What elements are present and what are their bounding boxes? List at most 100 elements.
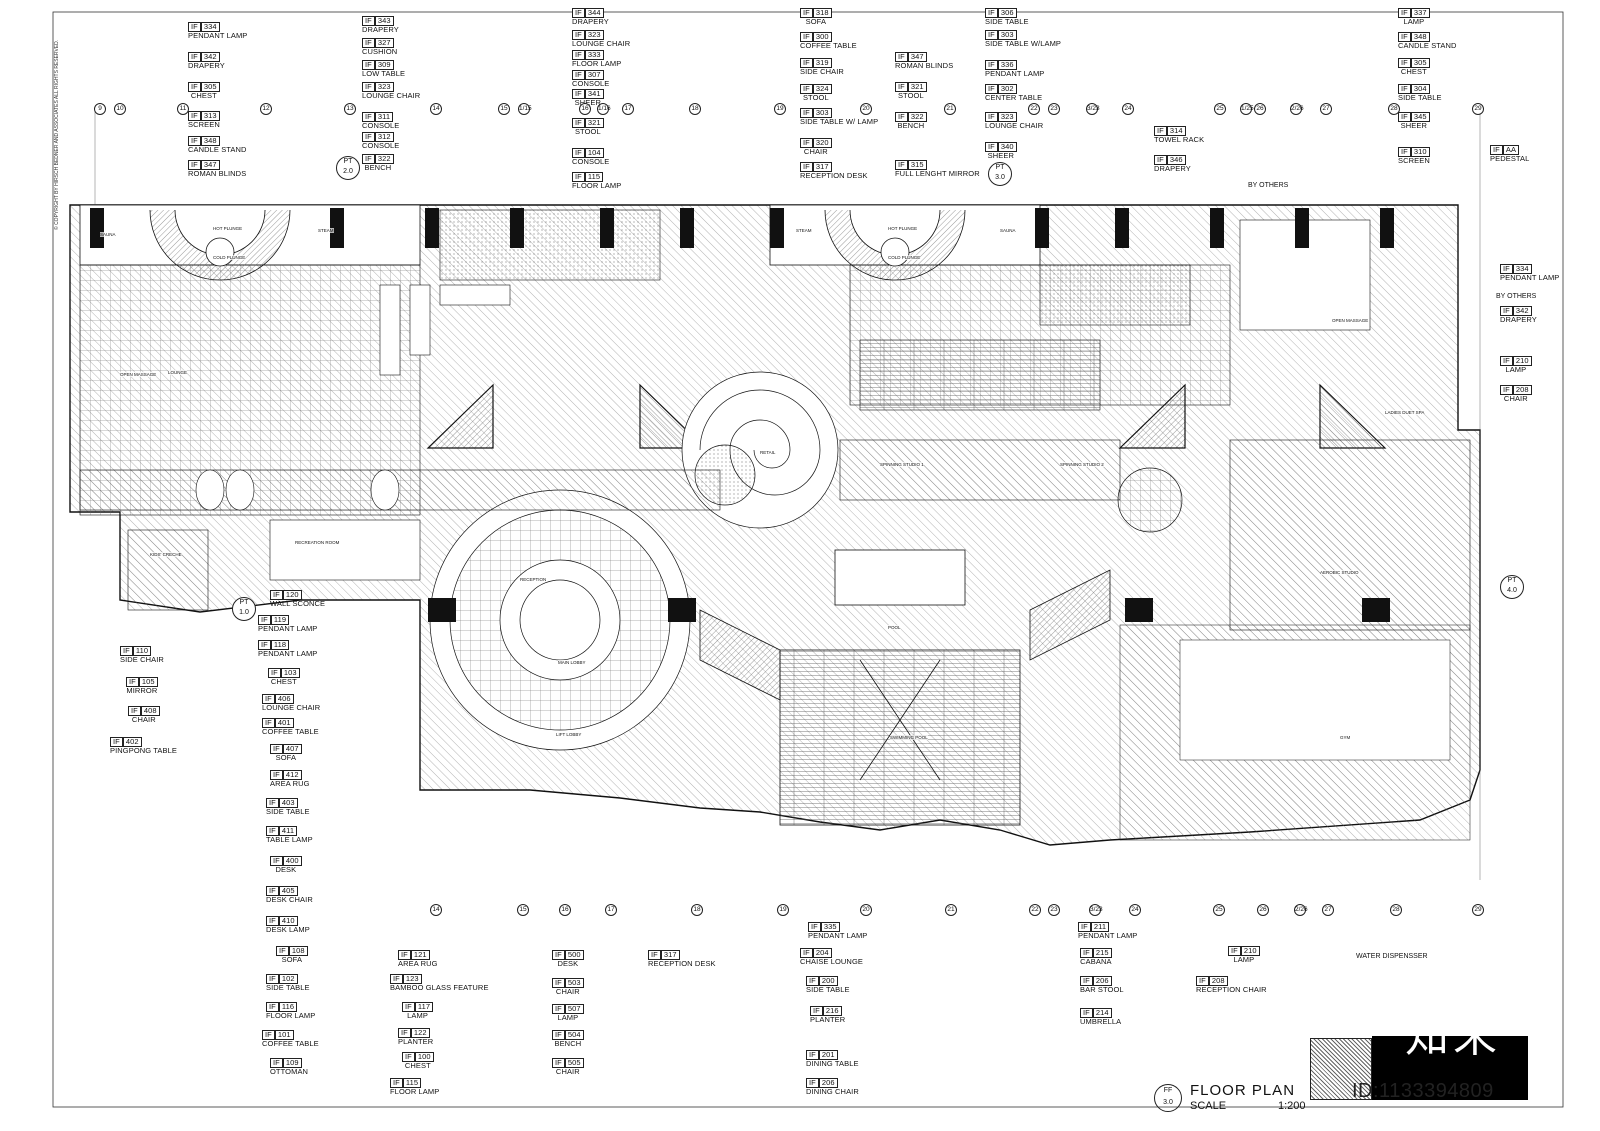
tag-code: 405 xyxy=(278,886,298,896)
tag-label: FLOOR LAMP xyxy=(572,181,622,190)
room-label: SAUNA xyxy=(1000,228,1016,233)
plunge-left xyxy=(149,209,291,281)
tag-code: 348 xyxy=(200,136,220,146)
grid-marker-bottom: 22 xyxy=(1029,904,1041,916)
tag-prefix: IF xyxy=(362,112,375,122)
tag-prefix: IF xyxy=(572,50,585,60)
tag-label: CHAIR xyxy=(1503,394,1528,403)
room-label: RECREATION ROOM xyxy=(295,540,340,545)
room-label: SAUNA xyxy=(100,232,116,237)
tag-prefix: IF xyxy=(1490,145,1503,155)
room-label: SPINNING STUDIO 1 xyxy=(880,462,924,467)
grid-marker-top: 13 xyxy=(344,103,356,115)
tag-prefix: IF xyxy=(895,160,908,170)
tag-code: 322 xyxy=(907,112,927,122)
tag-label: CHAIR xyxy=(803,147,828,156)
tag-prefix: IF xyxy=(985,60,998,70)
tag-label: DESK xyxy=(557,959,579,968)
tag-code: 122 xyxy=(410,1028,430,1038)
tag-prefix: IF xyxy=(266,1002,279,1012)
tag-code: 105 xyxy=(138,677,158,687)
grid-marker-bottom: 25 xyxy=(1213,904,1225,916)
tag-code: 118 xyxy=(270,640,290,650)
tag-prefix: IF xyxy=(126,677,139,687)
tag-code: 319 xyxy=(812,58,832,68)
tag-prefix: IF xyxy=(128,706,141,716)
tag-prefix: IF xyxy=(800,138,813,148)
tag-code: 211 xyxy=(1090,922,1110,932)
tag-code: 323 xyxy=(374,82,394,92)
tag-label: DESK LAMP xyxy=(266,925,310,934)
tag-prefix: IF xyxy=(572,118,585,128)
tag-label: CHEST xyxy=(1400,67,1427,76)
tag-label: SIDE TABLE xyxy=(266,807,310,816)
tag-prefix: IF xyxy=(572,30,585,40)
copyright-note: © COPYRIGHT BY HIRSCH BEDNER AND ASSOCIA… xyxy=(54,39,60,230)
tag-code: 346 xyxy=(1166,155,1186,165)
room-label: GYM xyxy=(1340,735,1351,740)
grid-marker-bottom: 20 xyxy=(860,904,872,916)
room-label: SWIMMING POOL xyxy=(890,735,928,740)
tag-code: 204 xyxy=(812,948,832,958)
tag-prefix: IF xyxy=(1196,976,1209,986)
tag-prefix: IF xyxy=(266,886,279,896)
tag-prefix: IF xyxy=(800,32,813,42)
tag-code: 342 xyxy=(1512,306,1532,316)
tag-prefix: IF xyxy=(572,89,585,99)
tag-prefix: IF xyxy=(572,8,585,18)
tag-code: AA xyxy=(1502,145,1520,155)
tag-code: 100 xyxy=(414,1052,434,1062)
room-label: POOL xyxy=(888,625,901,630)
tag-label: CONSOLE xyxy=(362,121,400,130)
tag-label: SIDE TABLE xyxy=(985,17,1029,26)
tag-prefix: IF xyxy=(806,1050,819,1060)
tag-code: 336 xyxy=(997,60,1017,70)
tag-label: DINING CHAIR xyxy=(806,1087,859,1096)
tag-prefix: IF xyxy=(262,718,275,728)
tag-code: 505 xyxy=(564,1058,584,1068)
tag-label: COFFEE TABLE xyxy=(262,727,319,736)
tag-prefix: IF xyxy=(188,111,201,121)
grid-marker-top: 22 xyxy=(1028,103,1040,115)
tag-prefix: IF xyxy=(572,172,585,182)
tag-code: 310 xyxy=(1410,147,1430,157)
grid-marker-bottom: 15 xyxy=(517,904,529,916)
sheet-code-bottom: 3.0 xyxy=(1163,1099,1173,1106)
tag-label: SIDE CHAIR xyxy=(120,655,164,664)
tag-label: ROMAN BLINDS xyxy=(895,61,954,70)
tag-label: PENDANT LAMP xyxy=(808,931,868,940)
tag-label: DRAPERY xyxy=(362,25,399,34)
tag-prefix: IF xyxy=(1398,32,1411,42)
tag-prefix: IF xyxy=(268,668,281,678)
tag-prefix: IF xyxy=(1154,126,1167,136)
room-label: AEROBIC STUDIO xyxy=(1320,570,1359,575)
grid-marker-bottom: 26 xyxy=(1257,904,1269,916)
tag-label: PENDANT LAMP xyxy=(985,69,1045,78)
tag-label: CHAIR xyxy=(131,715,156,724)
tag-code: 312 xyxy=(374,132,394,142)
tag-prefix: IF xyxy=(648,950,661,960)
title-block: FF 3.0 FLOOR PLAN SCALE 1:200 xyxy=(1150,1078,1370,1118)
tag-code: 340 xyxy=(997,142,1017,152)
